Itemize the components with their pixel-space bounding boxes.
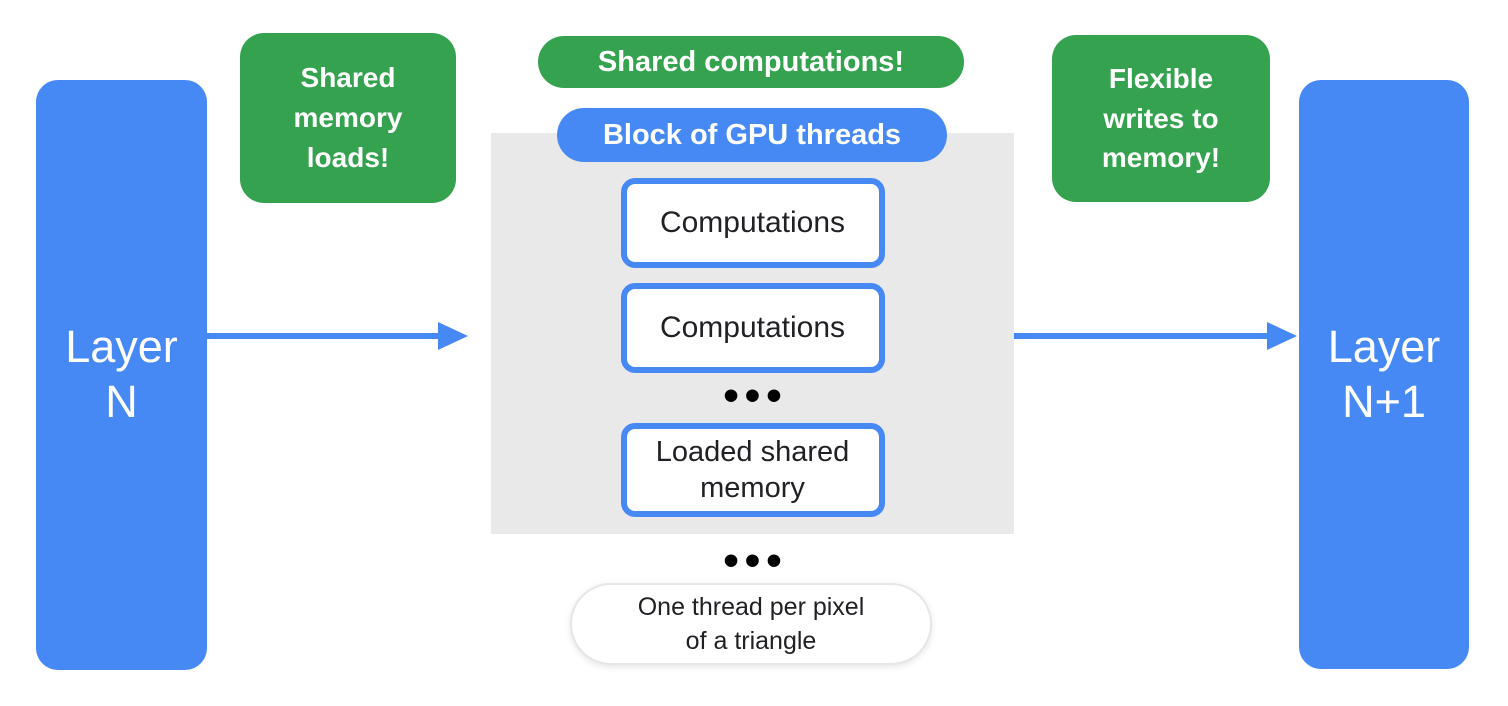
layer-n-plus-1-label: Layer N+1 bbox=[1327, 320, 1441, 427]
loaded-shared-memory-box: Loaded shared memory bbox=[620, 423, 885, 517]
gpu-threads-panel: Computations Computations ••• Loaded sha… bbox=[491, 133, 1014, 534]
arrow-layer-n-to-block-line bbox=[207, 333, 440, 339]
thread-per-pixel-caption: One thread per pixel of a triangle bbox=[570, 583, 932, 665]
loaded-shared-memory-label: Loaded shared memory bbox=[655, 435, 850, 504]
layer-n-label: Layer N bbox=[65, 321, 178, 427]
ellipsis-dots-icon: ••• bbox=[723, 371, 788, 420]
arrow-block-to-layer-n-plus-1-line bbox=[1013, 333, 1267, 339]
computations-box-2-label: Computations bbox=[659, 311, 846, 345]
note-shared-memory-loads-text: Shared memory loads! bbox=[293, 62, 403, 173]
layer-n-box: Layer N bbox=[36, 80, 207, 670]
computations-box-2: Computations bbox=[620, 283, 885, 373]
gpu-block-label-pill: Block of GPU threads bbox=[557, 108, 947, 162]
ellipsis-dots-icon: ••• bbox=[723, 536, 788, 585]
gpu-block-label-text: Block of GPU threads bbox=[602, 118, 902, 151]
note-flexible-writes-text: Flexible writes to memory! bbox=[1101, 62, 1221, 174]
note-shared-computations-text: Shared computations! bbox=[597, 45, 905, 78]
arrow-layer-n-to-block-head-icon bbox=[438, 322, 468, 350]
thread-per-pixel-caption-text: One thread per pixel of a triangle bbox=[637, 593, 865, 655]
note-shared-computations: Shared computations! bbox=[538, 36, 964, 88]
computations-box-1: Computations bbox=[620, 178, 885, 268]
arrow-block-to-layer-n-plus-1-head-icon bbox=[1267, 322, 1297, 350]
computations-box-1-label: Computations bbox=[659, 206, 846, 240]
note-shared-memory-loads: Shared memory loads! bbox=[240, 33, 456, 203]
note-flexible-writes: Flexible writes to memory! bbox=[1052, 35, 1270, 202]
layer-n-plus-1-box: Layer N+1 bbox=[1299, 80, 1469, 669]
